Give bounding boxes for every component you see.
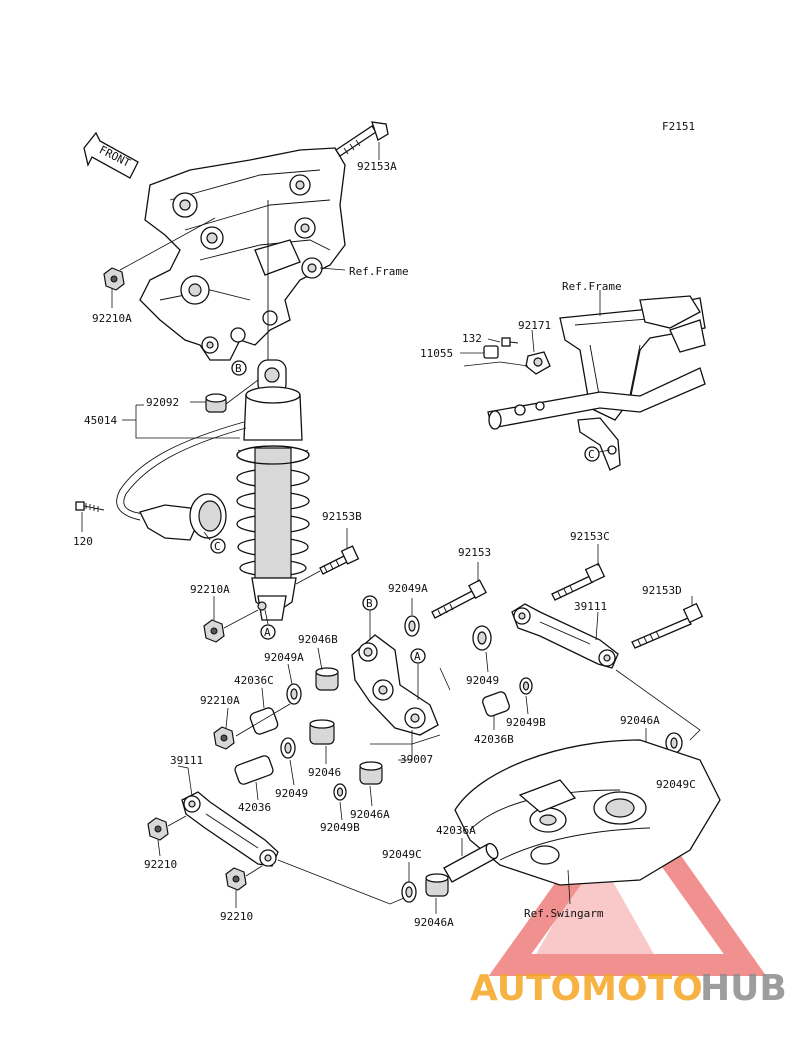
screw-132 [501, 337, 519, 347]
screw-120 [75, 501, 105, 512]
callout-a-shock: A [260, 609, 276, 640]
tie-rod-39111-left [181, 791, 279, 867]
callout-c-frame: C [584, 446, 611, 462]
rocker-arm-39007 [351, 634, 439, 736]
bearing-92046a-center [359, 761, 383, 785]
washer-92049-right [472, 625, 492, 651]
svg-text:A: A [414, 650, 421, 663]
label-45014: 45014 [84, 414, 117, 427]
svg-text:C: C [214, 540, 221, 553]
label-92049c-bottom: 92049C [382, 848, 422, 861]
nut-92210a-rocker [213, 726, 235, 750]
callout-c-reservoir: C [203, 531, 226, 554]
nut-92210-lower [225, 867, 247, 891]
label-ref-frame-right: Ref.Frame [562, 280, 622, 293]
label-42036c: 42036C [234, 674, 274, 687]
label-42036b: 42036B [474, 733, 514, 746]
label-120: 120 [73, 535, 93, 548]
label-42036: 42036 [238, 801, 271, 814]
label-92153: 92153 [458, 546, 491, 559]
label-92049b-left: 92049B [320, 821, 360, 834]
svg-text:AUTOMOTO: AUTOMOTO [470, 968, 703, 1009]
label-92046a-right: 92046A [620, 714, 660, 727]
washer-92049b-right [519, 677, 533, 695]
nut-92210-upper [147, 817, 169, 841]
label-92171: 92171 [518, 319, 551, 332]
callout-b-rocker: B [362, 595, 378, 640]
tie-rod-39111-right [511, 603, 619, 669]
washer-92049a-lower [286, 683, 302, 705]
label-ref-swingarm: Ref.Swingarm [524, 907, 604, 920]
frame-right-illustration [487, 295, 706, 471]
label-132: 132 [462, 332, 482, 345]
label-92210a-2: 92210A [190, 583, 230, 596]
bolt-92153d [631, 602, 704, 649]
label-92046a-bottom: 92046A [414, 916, 454, 929]
label-92046a-center: 92046A [350, 808, 390, 821]
label-92049a-2: 92049A [264, 651, 304, 664]
label-39007: 39007 [400, 753, 433, 766]
bolt-92153c [551, 562, 606, 601]
reservoir-hose [116, 421, 247, 541]
washer-92049a-upper [404, 615, 420, 637]
bearing-92046b [315, 667, 339, 691]
label-42036a: 42036A [436, 824, 476, 837]
svg-text:HUB: HUB [700, 968, 787, 1009]
nut-92210a-top [103, 267, 125, 291]
bolt-92153b [319, 545, 360, 575]
part-labels: 92153A 92210A 92092 45014 120 92153B 922… [73, 160, 696, 929]
label-92049c-right: 92049C [656, 778, 696, 791]
washer-92049c-bottom [401, 881, 417, 903]
front-direction-arrow: FRONT [83, 131, 139, 179]
sleeve-42036a [443, 842, 499, 883]
label-92049-left: 92049 [275, 787, 308, 800]
label-92210a-3: 92210A [200, 694, 240, 707]
sleeve-42036b [482, 691, 510, 717]
label-ref-frame-top: Ref.Frame [349, 265, 409, 278]
label-92153a: 92153A [357, 160, 397, 173]
swingarm-illustration [454, 739, 721, 886]
bolt-92153a [335, 121, 389, 157]
bolt-92153 [431, 579, 487, 619]
collar-92092 [205, 393, 227, 413]
label-92092: 92092 [146, 396, 179, 409]
label-92153c: 92153C [570, 530, 610, 543]
nut-92210a-shock [203, 619, 225, 643]
sensor-92171 [525, 351, 551, 375]
shock-absorber-illustration [236, 359, 310, 621]
frame-bracket-illustration [139, 147, 346, 361]
sleeve-42036 [234, 755, 274, 785]
bearing-92046 [309, 719, 335, 745]
svg-text:A: A [264, 626, 271, 639]
callout-a-rocker: A [410, 648, 426, 700]
callout-b-frame: B [231, 360, 247, 376]
label-92046: 92046 [308, 766, 341, 779]
label-92153b: 92153B [322, 510, 362, 523]
label-92046b: 92046B [298, 633, 338, 646]
svg-text:C: C [588, 448, 595, 461]
svg-text:B: B [366, 597, 373, 610]
svg-text:B: B [235, 362, 242, 375]
watermark-text: AUTOMOTO HUB [470, 968, 787, 1009]
label-92210-2: 92210 [220, 910, 253, 923]
bearing-92046a-bottom [425, 873, 449, 897]
sleeve-42036c [249, 707, 279, 735]
label-39111-left: 39111 [170, 754, 203, 767]
washer-92049b-left [333, 783, 347, 801]
label-92153d: 92153D [642, 584, 682, 597]
label-92049a-1: 92049A [388, 582, 428, 595]
label-92210-1: 92210 [144, 858, 177, 871]
label-11055: 11055 [420, 347, 453, 360]
figure-code: F2151 [662, 120, 695, 133]
washer-92049 [280, 737, 296, 759]
label-92210a-1: 92210A [92, 312, 132, 325]
label-92049b-right: 92049B [506, 716, 546, 729]
label-92049-right: 92049 [466, 674, 499, 687]
bracket-11055 [483, 345, 499, 359]
label-39111-right: 39111 [574, 600, 607, 613]
